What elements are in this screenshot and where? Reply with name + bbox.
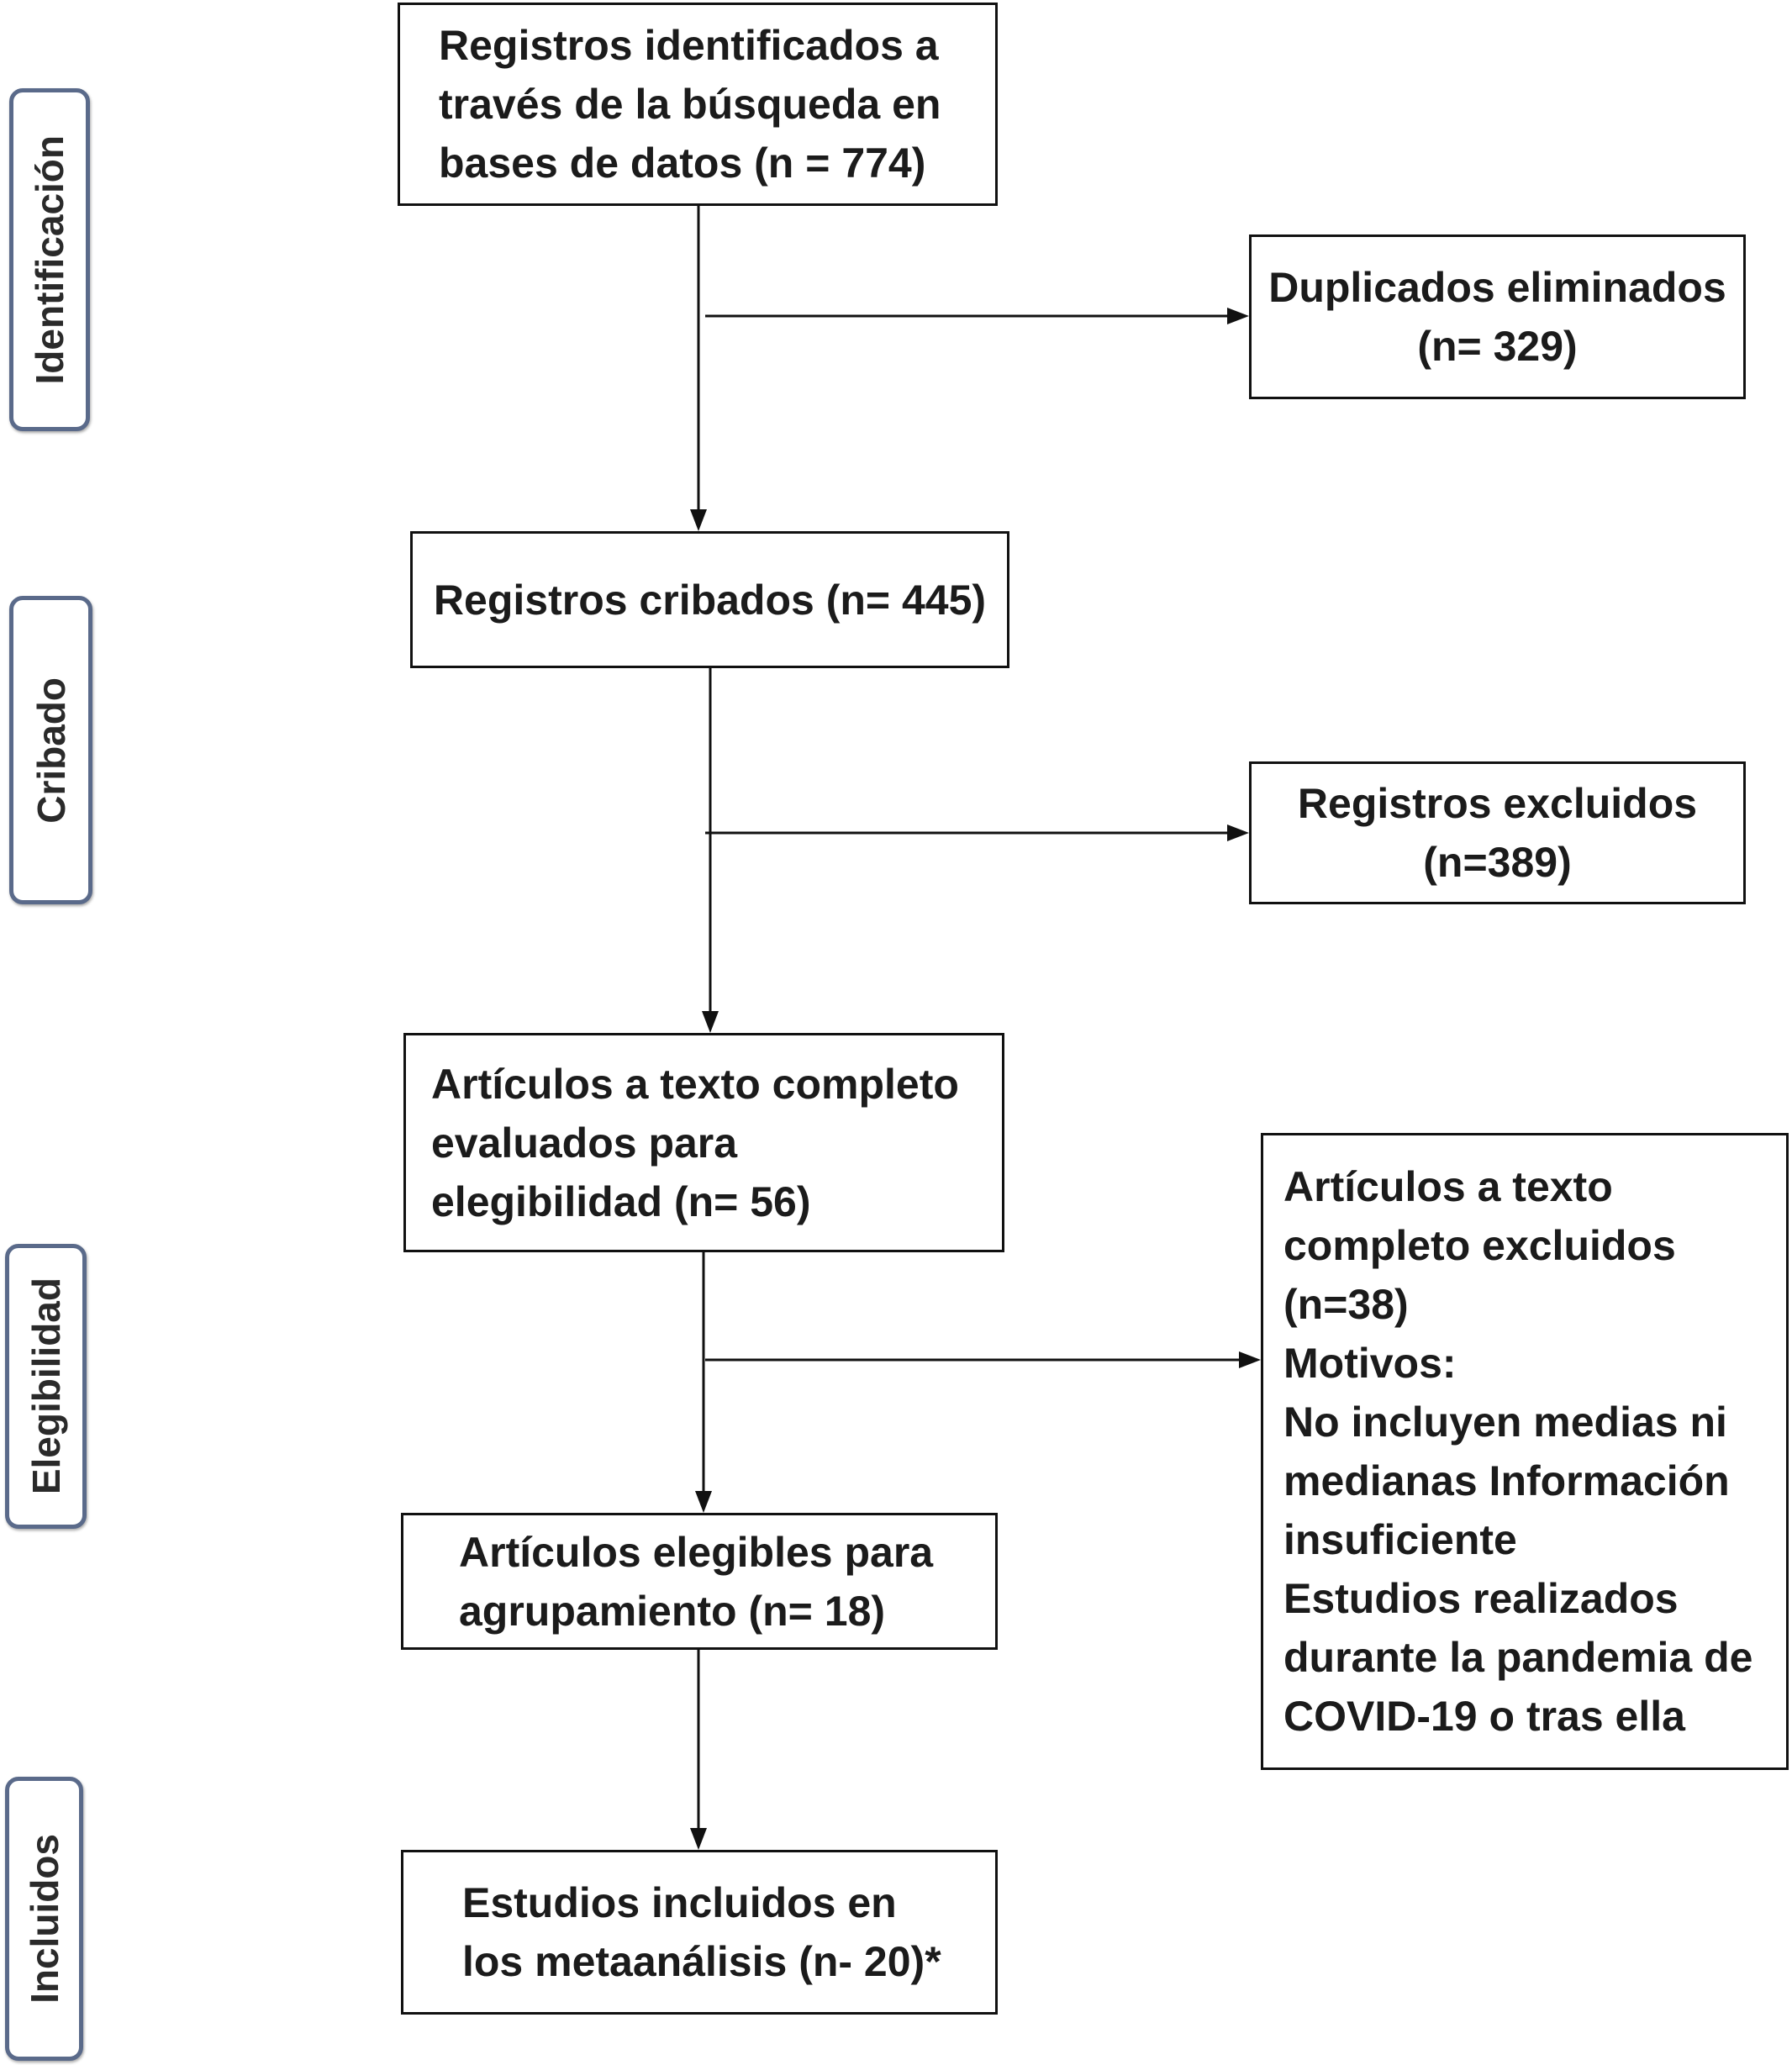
box-text-line: Registros cribados (n= 445)	[433, 576, 987, 624]
arrowhead	[1227, 308, 1249, 324]
arrow-eligible-to-included	[690, 1650, 707, 1850]
box-text-line: completo excluidos	[1283, 1222, 1676, 1269]
box-eligible-pooling: Artículos elegibles para agrupamiento (n…	[401, 1513, 998, 1650]
stage-label-eligibility: Elegibilidad	[5, 1244, 87, 1529]
box-text-line: (n=38)	[1283, 1281, 1409, 1328]
box-text-line: elegibilidad (n= 56)	[431, 1177, 811, 1225]
box-text-line: Artículos a texto completo	[431, 1060, 959, 1108]
arrow-to-fulltext-excluded	[705, 1351, 1261, 1368]
box-text-line: (n=389)	[1423, 839, 1572, 886]
box-fulltext-assessed: Artículos a texto completo evaluados par…	[403, 1033, 1004, 1252]
box-text-line: durante la pandemia de	[1283, 1634, 1753, 1681]
arrowhead	[1227, 824, 1249, 841]
box-text-line: través de la búsqueda en	[439, 81, 941, 128]
box-text-line: bases de datos (n = 774)	[439, 140, 926, 187]
stage-label-screening: Cribado	[9, 596, 92, 904]
box-fulltext-excluded: Artículos a texto completo excluidos (n=…	[1261, 1133, 1789, 1770]
box-text-line: Registros excluidos	[1297, 780, 1698, 827]
box-records-identified: Registros identificados a través de la b…	[398, 3, 998, 206]
box-duplicates-removed: Duplicados eliminados (n= 329)	[1249, 234, 1746, 399]
stage-label-text: Identificación	[28, 134, 71, 385]
box-text-line: Registros identificados a	[439, 22, 939, 69]
box-text-line: los metaanálisis (n- 20)*	[462, 1938, 941, 1985]
box-text-line: Artículos a texto	[1283, 1163, 1613, 1210]
box-text-line: (n= 329)	[1417, 323, 1578, 370]
box-text-line: Estudios incluidos en	[462, 1879, 897, 1926]
box-text-line: Duplicados eliminados	[1268, 264, 1726, 311]
box-text-line: Artículos elegibles para	[459, 1528, 934, 1576]
stage-label-included: Incluidos	[5, 1777, 83, 2061]
arrow-to-records-excluded	[705, 824, 1249, 841]
stage-label-identification: Identificación	[9, 88, 90, 431]
arrowhead	[695, 1491, 712, 1513]
arrow-identified-to-screened	[690, 206, 707, 531]
box-text-line: agrupamiento (n= 18)	[459, 1587, 886, 1635]
stage-label-text: Cribado	[29, 677, 73, 824]
box-records-screened: Registros cribados (n= 445)	[410, 531, 1009, 668]
box-text-line: Estudios realizados	[1283, 1575, 1679, 1622]
box-text-line: medianas Información	[1283, 1457, 1730, 1504]
box-text-line: Motivos:	[1283, 1340, 1457, 1387]
stage-label-text: Elegibilidad	[24, 1277, 68, 1495]
box-text-line: COVID-19 o tras ella	[1283, 1693, 1685, 1740]
box-text-line: No incluyen medias ni	[1283, 1399, 1727, 1446]
arrow-screened-to-fulltext	[702, 668, 719, 1033]
arrow-to-duplicates-removed	[705, 308, 1249, 324]
box-included-meta: Estudios incluidos en los metaanálisis (…	[401, 1850, 998, 2015]
arrowhead	[690, 1828, 707, 1850]
stage-label-text: Incluidos	[22, 1834, 66, 2004]
box-text-line: insuficiente	[1283, 1516, 1517, 1563]
arrowhead	[1239, 1351, 1261, 1368]
arrowhead	[690, 509, 707, 531]
arrowhead	[702, 1011, 719, 1033]
box-text-line: evaluados para	[431, 1119, 738, 1167]
box-records-excluded: Registros excluidos (n=389)	[1249, 761, 1746, 904]
arrow-fulltext-to-eligible	[695, 1252, 712, 1513]
